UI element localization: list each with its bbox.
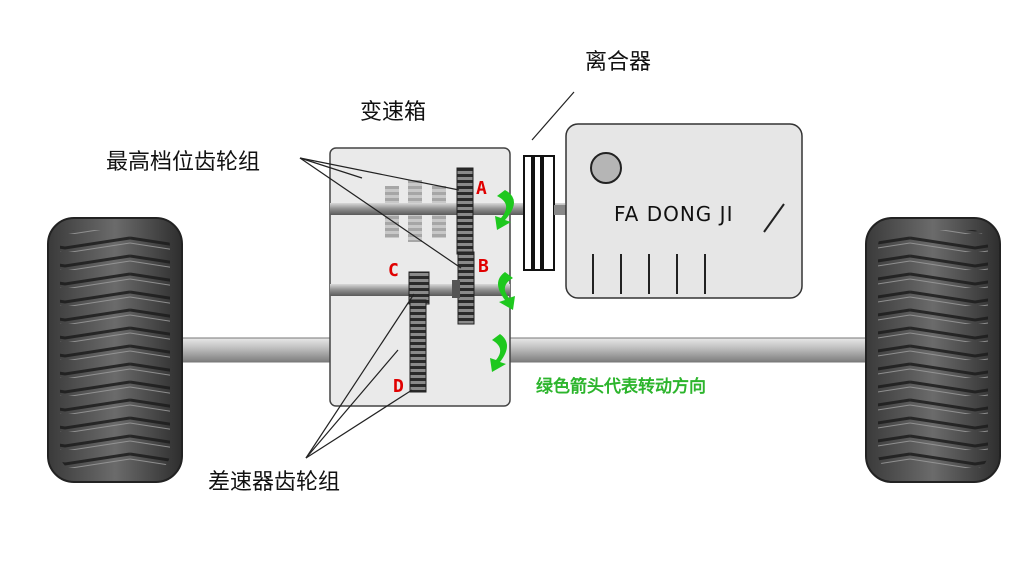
engine-body xyxy=(565,123,803,299)
clutch-leader xyxy=(531,91,575,141)
left-wheel xyxy=(47,217,183,483)
gear-point-b: B xyxy=(478,256,489,277)
top-gear-set-label: 最高档位齿轮组 xyxy=(106,150,261,175)
gear-point-c: C xyxy=(388,260,399,281)
top-gear-leaders xyxy=(299,157,462,269)
rotation-legend: 绿色箭头代表转动方向 xyxy=(536,377,706,397)
right-wheel xyxy=(865,217,1001,483)
engine-fins xyxy=(592,254,706,294)
gear-point-a: A xyxy=(476,178,487,199)
gear-d xyxy=(409,299,427,393)
clutch-plates xyxy=(523,155,568,271)
clutch-label: 离合器 xyxy=(585,50,652,75)
engine-label: FA DONG JI xyxy=(614,202,734,226)
gear-b xyxy=(457,251,475,325)
gear-c xyxy=(408,271,430,305)
rotation-arrows xyxy=(490,190,515,372)
differential-leaders xyxy=(305,293,415,459)
main-axle xyxy=(174,337,876,363)
gear-a xyxy=(456,167,474,255)
engine-port xyxy=(590,152,622,184)
gear-point-d: D xyxy=(393,376,404,397)
gearbox-label: 变速箱 xyxy=(360,100,427,125)
differential-set-label: 差速器齿轮组 xyxy=(208,470,341,495)
